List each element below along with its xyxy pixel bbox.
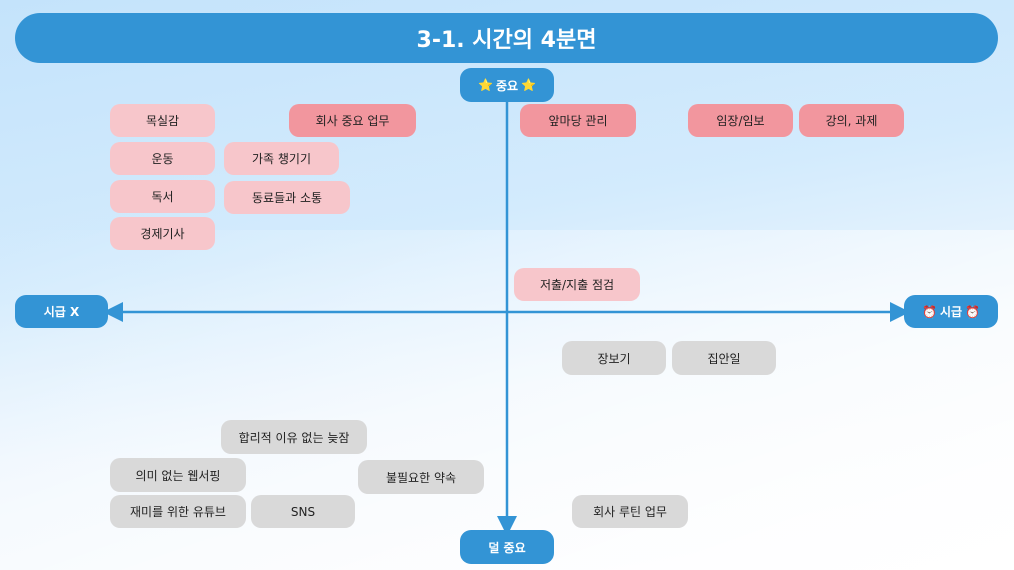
task-item: 가족 챙기기 (224, 142, 339, 175)
axis-label-less-important: 덜 중요 (460, 530, 554, 564)
task-item: 합리적 이유 없는 늦잠 (221, 420, 367, 454)
task-item: 회사 중요 업무 (289, 104, 416, 137)
alarm-clock-icon: ⏰ (922, 304, 937, 319)
task-item: 운동 (110, 142, 215, 175)
task-item: 장보기 (562, 341, 666, 375)
task-item: 강의, 과제 (799, 104, 904, 137)
task-item: 재미를 위한 유튜브 (110, 495, 246, 528)
task-item: SNS (251, 495, 355, 528)
page-title: 3-1. 시간의 4분면 (15, 13, 998, 63)
task-item: 동료들과 소통 (224, 181, 350, 214)
task-item: 경제기사 (110, 217, 215, 250)
task-item: 집안일 (672, 341, 776, 375)
task-item: 앞마당 관리 (520, 104, 636, 137)
task-item: 의미 없는 웹서핑 (110, 458, 246, 492)
task-item: 불필요한 약속 (358, 460, 484, 494)
alarm-clock-icon: ⏰ (965, 304, 980, 319)
axis-label-important: ⭐ 중요 ⭐ (460, 68, 554, 102)
axis-label-not-urgent: 시급 X (15, 295, 108, 328)
star-icon: ⭐ (478, 78, 493, 92)
task-item: 회사 루틴 업무 (572, 495, 688, 528)
task-item: 임장/임보 (688, 104, 793, 137)
task-item: 독서 (110, 180, 215, 213)
task-item: 저출/지출 점검 (514, 268, 640, 301)
axis-label-urgent: ⏰ 시급 ⏰ (904, 295, 998, 328)
star-icon: ⭐ (521, 78, 536, 92)
task-item: 목실감 (110, 104, 215, 137)
